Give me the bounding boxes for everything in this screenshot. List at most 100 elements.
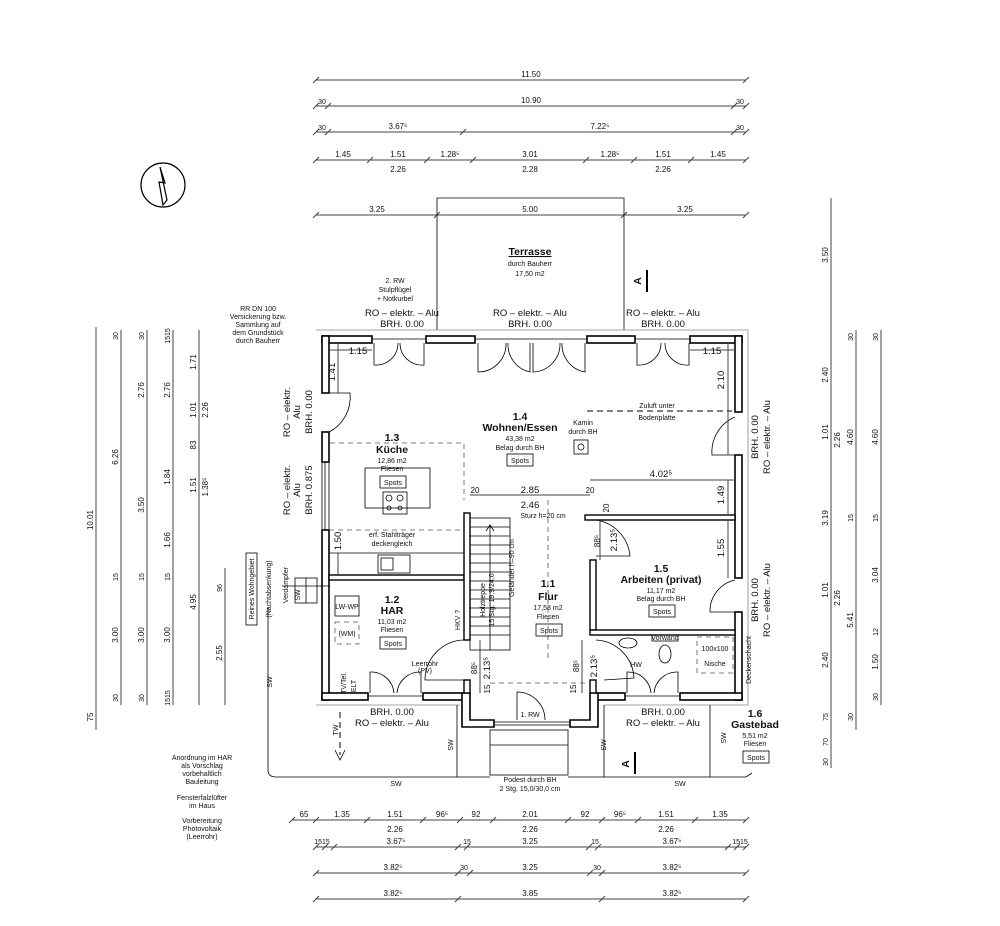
svg-text:3.00: 3.00 [163,627,172,643]
svg-text:30: 30 [113,332,120,340]
dim-label: 30 [318,99,326,106]
terrace-area: 17,50 m2 [515,271,544,278]
svg-text:1.50: 1.50 [333,532,344,551]
svg-text:2.26: 2.26 [387,825,403,834]
dim-label: 3.01 [522,150,538,159]
svg-text:Belag durch BH: Belag durch BH [636,596,685,603]
spots-badge: Spots [384,480,402,487]
svg-text:1.41: 1.41 [327,363,338,382]
svg-text:SW: SW [295,589,302,601]
svg-text:1.66: 1.66 [163,532,172,548]
svg-text:RO – elektr. – Alu: RO – elektr. – Alu [493,308,567,319]
svg-text:+ Notkurbel: + Notkurbel [377,296,413,303]
svg-text:Arbeiten (privat): Arbeiten (privat) [620,574,701,586]
svg-text:2.10: 2.10 [716,371,727,390]
dim-label: 2.26 [655,165,671,174]
svg-text:1. RW: 1. RW [520,712,540,719]
svg-text:15: 15 [165,573,172,581]
svg-text:BRH. 0.00: BRH. 0.00 [370,707,414,718]
bottom-dimensions: 65 1.35 1.51 96⁵ 92 2.01 92 96⁵ 1.51 1.3… [288,810,750,903]
svg-text:HAR: HAR [381,605,404,617]
svg-text:1.71: 1.71 [189,354,198,370]
svg-text:100x100: 100x100 [702,646,729,653]
svg-text:2.26: 2.26 [658,825,674,834]
svg-text:3.67⁵: 3.67⁵ [387,837,406,846]
dim-label: 5.00 [522,205,538,214]
svg-text:Zuluft unter: Zuluft unter [639,403,675,410]
svg-text:Anordnung im HAR: Anordnung im HAR [172,755,232,762]
svg-text:Fliesen: Fliesen [381,627,404,634]
svg-text:Wohnen/Essen: Wohnen/Essen [482,422,557,434]
svg-text:SW: SW [390,781,402,788]
svg-text:BRH. 0.00: BRH. 0.00 [508,319,552,330]
dim-label: 1.51 [655,150,671,159]
section-mark-top: A [632,270,648,292]
svg-text:SW: SW [448,739,455,751]
dim-label: 2.28 [522,165,538,174]
svg-text:5.41: 5.41 [846,612,855,628]
annotations: 2. RW Stulpflügel + Notkurbel RR DN 100 … [172,278,753,841]
svg-text:70: 70 [823,738,830,746]
svg-text:1515: 1515 [165,690,172,706]
svg-text:3.50: 3.50 [821,247,830,263]
svg-text:15: 15 [873,514,880,522]
svg-text:3.00: 3.00 [111,627,120,643]
section-mark-bottom: A [620,752,636,774]
svg-text:1.49: 1.49 [716,486,727,505]
svg-text:HKV ?: HKV ? [455,610,462,630]
svg-text:BRH. 0.875: BRH. 0.875 [304,465,315,514]
svg-text:20: 20 [586,486,595,495]
svg-text:Sammlung auf: Sammlung auf [235,322,280,329]
svg-text:1.01: 1.01 [189,402,198,418]
left-dimensions: 10.01 75 30 6.26 15 3.00 30 30 2.76 3.50… [86,327,226,730]
svg-text:92: 92 [581,810,590,819]
top-dimensions: 11.50 30 10.90 30 30 3.67⁵ 7.22⁵ 30 1.45… [312,70,750,219]
terrace: Terrasse durch Bauherr 17,50 m2 [436,197,625,330]
svg-text:17,58 m2: 17,58 m2 [533,605,562,612]
svg-text:3.82⁵: 3.82⁵ [384,889,403,898]
svg-text:2.40: 2.40 [821,367,830,383]
window-labels: RO – elektr. – Alu BRH. 0.00 RO – elektr… [282,308,773,729]
svg-text:1.15: 1.15 [349,346,368,357]
svg-text:durch BH: durch BH [568,429,597,436]
svg-text:Belag durch BH: Belag durch BH [495,445,544,452]
svg-text:SW: SW [601,739,608,751]
svg-text:BRH. 0.00: BRH. 0.00 [304,390,315,434]
svg-text:1.51: 1.51 [189,477,198,493]
svg-text:2.13⁵: 2.13⁵ [609,529,620,551]
svg-text:5,51 m2: 5,51 m2 [742,733,767,740]
svg-text:1.35: 1.35 [334,810,350,819]
svg-text:10.01: 10.01 [86,509,95,530]
svg-text:Holztreppe: Holztreppe [480,583,487,617]
svg-text:4.95: 4.95 [189,594,198,610]
svg-text:Geländer h=90 cm: Geländer h=90 cm [509,539,516,597]
svg-text:88⁵: 88⁵ [470,662,479,674]
spots-badge: Spots [540,628,558,635]
dim-label: 30 [736,125,744,132]
svg-text:LW-WP: LW-WP [335,604,359,611]
dim-label: 3.25 [369,205,385,214]
svg-text:11,03 m2: 11,03 m2 [378,619,407,626]
svg-text:1.50: 1.50 [871,654,880,670]
svg-text:15: 15 [139,573,146,581]
svg-text:HW: HW [630,662,642,669]
svg-text:2 Stg. 15,0/30,0 cm: 2 Stg. 15,0/30,0 cm [500,786,561,793]
svg-text:30: 30 [873,693,880,701]
svg-text:A: A [620,760,632,768]
svg-text:Deckenschacht: Deckenschacht [746,636,753,684]
svg-text:erf. Stahlträger: erf. Stahlträger [369,532,416,539]
svg-text:15: 15 [113,573,120,581]
svg-text:Bauleitung: Bauleitung [185,779,218,786]
svg-text:2.26: 2.26 [833,432,842,448]
svg-text:Gastebad: Gastebad [731,719,779,731]
svg-text:75: 75 [86,712,95,721]
svg-text:3.25: 3.25 [522,837,538,846]
svg-text:RO – elektr. – Alu: RO – elektr. – Alu [626,718,700,729]
dim-label: 3.25 [677,205,693,214]
svg-text:88⁵: 88⁵ [593,535,602,547]
svg-text:15: 15 [483,684,492,693]
svg-text:3.82⁵: 3.82⁵ [663,863,682,872]
terrace-by: durch Bauherr [508,261,553,268]
svg-text:1515: 1515 [732,839,748,846]
svg-text:3.50: 3.50 [137,497,146,513]
